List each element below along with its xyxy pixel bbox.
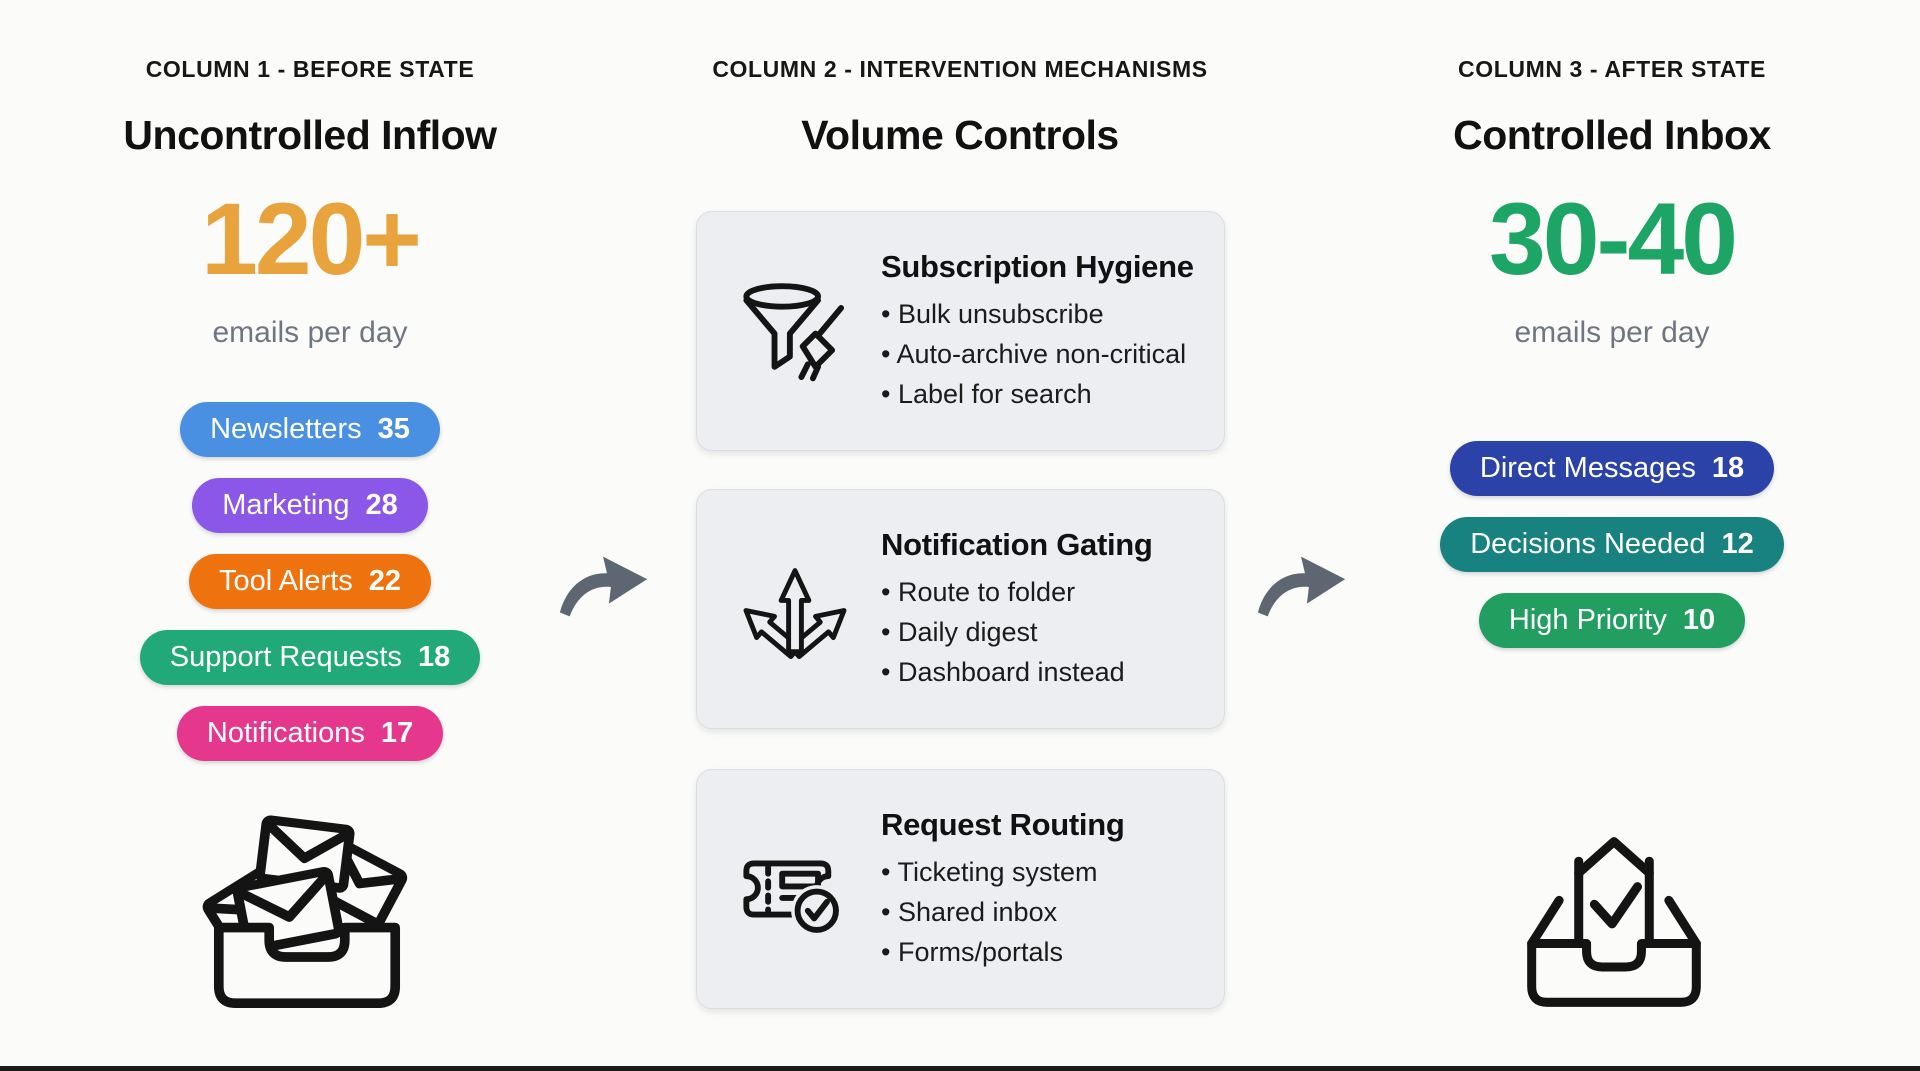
column2-kicker: COLUMN 2 - INTERVENTION MECHANISMS	[712, 56, 1208, 82]
overflowing-inbox-icon	[202, 810, 412, 1020]
pill-count: 35	[377, 413, 410, 445]
card-title: Notification Gating	[881, 526, 1153, 562]
card-bullet-list: Bulk unsubscribe Auto-archive non-critic…	[881, 294, 1194, 414]
funnel-brush-icon	[731, 267, 859, 395]
pill-support-requests: Support Requests 18	[139, 630, 481, 685]
pill-label: Notifications	[206, 717, 365, 749]
card-bullet-list: Route to folder Daily digest Dashboard i…	[881, 572, 1153, 692]
pill-count: 22	[368, 565, 402, 597]
card-notification-gating: Notification Gating Route to folder Dail…	[696, 489, 1225, 729]
pill-count: 18	[417, 641, 451, 673]
pill-high-priority: High Priority 10	[1478, 593, 1746, 648]
pill-label: Direct Messages	[1479, 452, 1696, 484]
flow-arrow-icon	[1254, 544, 1352, 630]
inbox-check-icon	[1516, 822, 1712, 1018]
card-request-routing: Request Routing Ticketing system Shared …	[696, 769, 1225, 1009]
card-bullet: Route to folder	[881, 572, 1153, 612]
bottom-edge-line	[0, 1066, 1920, 1071]
pill-count: 17	[380, 717, 414, 749]
card-bullet: Shared inbox	[881, 892, 1125, 932]
column3-kicker: COLUMN 3 - AFTER STATE	[1458, 56, 1766, 82]
pill-label: Tool Alerts	[218, 565, 353, 597]
column1-kicker: COLUMN 1 - BEFORE STATE	[145, 56, 475, 82]
pill-count: 28	[365, 489, 398, 521]
card-bullet-list: Ticketing system Shared inbox Forms/port…	[881, 852, 1125, 972]
branching-arrows-icon	[731, 545, 859, 673]
pill-notifications: Notifications 17	[176, 706, 444, 761]
after-pill-list: Direct Messages 18 Decisions Needed 12 H…	[1312, 441, 1912, 648]
pill-label: Decisions Needed	[1470, 528, 1706, 560]
column1-title: Uncontrolled Inflow	[123, 112, 497, 158]
after-metric-caption: emails per day	[1514, 316, 1710, 349]
pill-direct-messages: Direct Messages 18	[1449, 441, 1775, 496]
pill-tool-alerts: Tool Alerts 22	[188, 554, 432, 609]
pill-count: 12	[1721, 528, 1754, 560]
pill-label: Marketing	[222, 489, 350, 521]
flow-arrow-icon	[556, 544, 654, 630]
before-metric-value: 120+	[201, 182, 422, 296]
card-title: Request Routing	[881, 806, 1125, 842]
card-title: Subscription Hygiene	[881, 248, 1194, 284]
pill-label: Support Requests	[169, 641, 402, 673]
card-subscription-hygiene: Subscription Hygiene Bulk unsubscribe Au…	[696, 211, 1225, 451]
ticket-check-icon	[731, 825, 859, 953]
card-bullet: Daily digest	[881, 612, 1153, 652]
card-bullet: Label for search	[881, 374, 1194, 414]
card-bullet: Forms/portals	[881, 932, 1125, 972]
card-bullet: Auto-archive non-critical	[881, 334, 1194, 374]
card-bullet: Ticketing system	[881, 852, 1125, 892]
pill-decisions-needed: Decisions Needed 12	[1440, 517, 1784, 572]
pill-count: 10	[1682, 604, 1716, 636]
pill-marketing: Marketing 28	[192, 478, 428, 533]
pill-count: 18	[1711, 452, 1745, 484]
before-metric-caption: emails per day	[212, 316, 408, 349]
column3-title: Controlled Inbox	[1453, 112, 1771, 158]
pill-label: High Priority	[1508, 604, 1667, 636]
column2-title: Volume Controls	[801, 112, 1119, 158]
pill-newsletters: Newsletters 35	[180, 402, 440, 457]
card-bullet: Dashboard instead	[881, 652, 1153, 692]
before-pill-list: Newsletters 35 Marketing 28 Tool Alerts …	[10, 402, 610, 761]
card-bullet: Bulk unsubscribe	[881, 294, 1194, 334]
after-metric-value: 30-40	[1489, 182, 1738, 296]
pill-label: Newsletters	[210, 413, 362, 445]
